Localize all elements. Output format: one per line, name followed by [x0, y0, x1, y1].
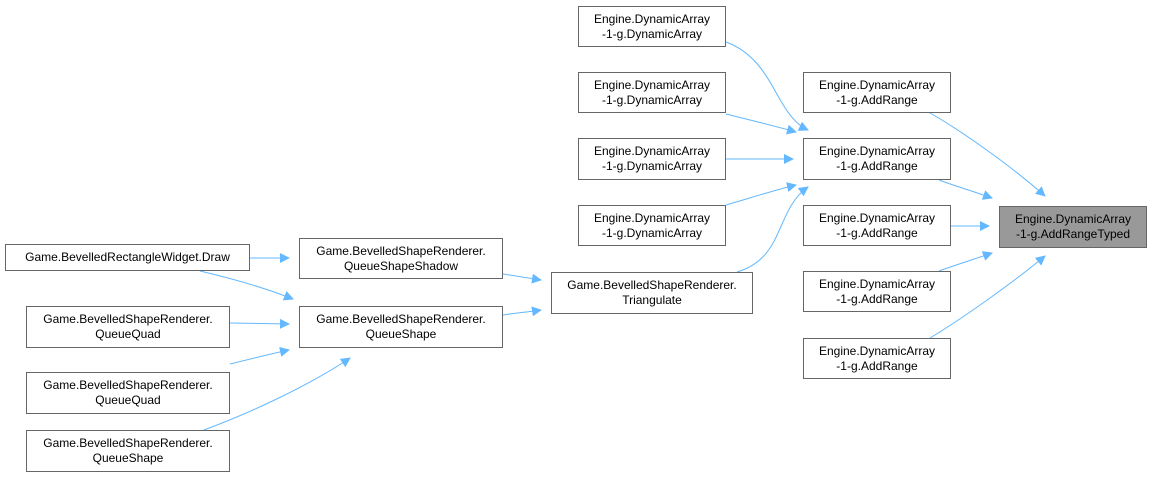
edge-ar2-to-target — [938, 179, 993, 200]
node-label-line: Engine.DynamicArray — [818, 276, 936, 291]
graph-node-ar2[interactable]: Engine.DynamicArray-1-g.AddRange — [803, 138, 951, 180]
focus-node[interactable]: Engine.DynamicArray-1-g.AddRangeTyped — [999, 206, 1147, 248]
edge-qs2-to-qs — [203, 357, 351, 431]
graph-node-draw[interactable]: Game.BevelledRectangleWidget.Draw — [5, 244, 250, 271]
node-label-line: QueueQuad — [95, 327, 161, 341]
node-label-line: -1-g.DynamicArray — [601, 159, 703, 173]
graph-node-tri[interactable]: Game.BevelledShapeRenderer.Triangulate — [551, 272, 753, 314]
node-label-line: Game.BevelledShapeRenderer. — [43, 436, 213, 450]
graph-node-ar1[interactable]: Engine.DynamicArray-1-g.AddRange — [803, 72, 951, 113]
graph-node-qs2[interactable]: Game.BevelledShapeRenderer.QueueShape — [26, 430, 230, 472]
node-label-line: -1-g.DynamicArray — [601, 92, 703, 107]
edge-da1-to-ar2 — [725, 41, 809, 131]
node-label-line: Game.BevelledRectangleWidget.Draw — [25, 250, 230, 264]
node-label-line: Triangulate — [622, 293, 682, 307]
node-label-line: Engine.DynamicArray — [818, 210, 936, 225]
edge-draw-to-qs — [199, 270, 294, 301]
graph-node-qs[interactable]: Game.BevelledShapeRenderer.QueueShape — [299, 306, 503, 348]
node-label-line: QueueShapeShadow — [343, 258, 459, 273]
edge-da2-to-ar2 — [725, 113, 797, 135]
node-label-line: -1-g.DynamicArray — [601, 225, 703, 240]
edge-qq2-to-qs — [229, 346, 290, 365]
node-label-line: -1-g.DynamicArray — [601, 26, 703, 41]
graph-node-qq2[interactable]: Game.BevelledShapeRenderer.QueueQuad — [26, 372, 230, 414]
graph-node-da1[interactable]: Engine.DynamicArray-1-g.DynamicArray — [578, 6, 726, 47]
node-label-line: Game.BevelledShapeRenderer. — [316, 312, 486, 326]
edge-ar5-to-target — [929, 255, 1046, 339]
graph-node-ar3[interactable]: Engine.DynamicArray-1-g.AddRange — [803, 205, 951, 246]
node-label-line: Engine.DynamicArray — [593, 77, 711, 92]
edge-da4-to-ar2 — [725, 182, 797, 206]
edge-ar1-to-target — [929, 112, 1046, 197]
node-label-line: Game.BevelledShapeRenderer. — [43, 312, 213, 326]
graph-node-da4[interactable]: Engine.DynamicArray-1-g.DynamicArray — [578, 205, 726, 246]
node-label-line: Engine.DynamicArray — [818, 343, 936, 358]
graph-node-da3[interactable]: Engine.DynamicArray-1-g.DynamicArray — [578, 138, 726, 180]
graph-node-qq1[interactable]: Game.BevelledShapeRenderer.QueueQuad — [26, 306, 230, 348]
graph-node-da2[interactable]: Engine.DynamicArray-1-g.DynamicArray — [578, 72, 726, 113]
node-label-line: -1-g.AddRange — [836, 225, 918, 240]
node-label-line: Engine.DynamicArray — [593, 210, 711, 225]
node-label-line: QueueQuad — [95, 393, 161, 407]
graph-node-ar5[interactable]: Engine.DynamicArray-1-g.AddRange — [803, 338, 951, 379]
node-label-line: Game.BevelledShapeRenderer. — [316, 243, 486, 258]
edge-ar4-to-target — [938, 251, 993, 272]
node-label-line: -1-g.AddRange — [836, 159, 918, 173]
node-label-line: -1-g.AddRange — [836, 92, 918, 107]
node-label-line: Engine.DynamicArray — [818, 144, 936, 158]
node-label-line: Game.BevelledShapeRenderer. — [567, 278, 737, 292]
node-label-line: Engine.DynamicArray — [1014, 212, 1132, 226]
graph-node-qss[interactable]: Game.BevelledShapeRenderer.QueueShapeSha… — [299, 238, 503, 279]
node-label-line: -1-g.AddRange — [836, 291, 918, 306]
node-label-line: Engine.DynamicArray — [593, 144, 711, 158]
edge-qs-to-tri — [502, 306, 542, 317]
node-label-line: QueueShape — [365, 327, 437, 341]
node-label-line: Game.BevelledShapeRenderer. — [43, 378, 213, 392]
graph-node-ar4[interactable]: Engine.DynamicArray-1-g.AddRange — [803, 271, 951, 312]
node-label-line: -1-g.AddRangeTyped — [1015, 227, 1131, 241]
node-label-line: Engine.DynamicArray — [593, 11, 711, 26]
edge-qss-to-tri — [502, 273, 542, 284]
node-label-line: Engine.DynamicArray — [818, 77, 936, 92]
node-label-line: QueueShape — [92, 451, 164, 465]
node-label-line: -1-g.AddRange — [836, 358, 918, 373]
edge-qq1-to-qs — [229, 318, 290, 329]
edge-tri-to-ar2 — [736, 186, 809, 273]
